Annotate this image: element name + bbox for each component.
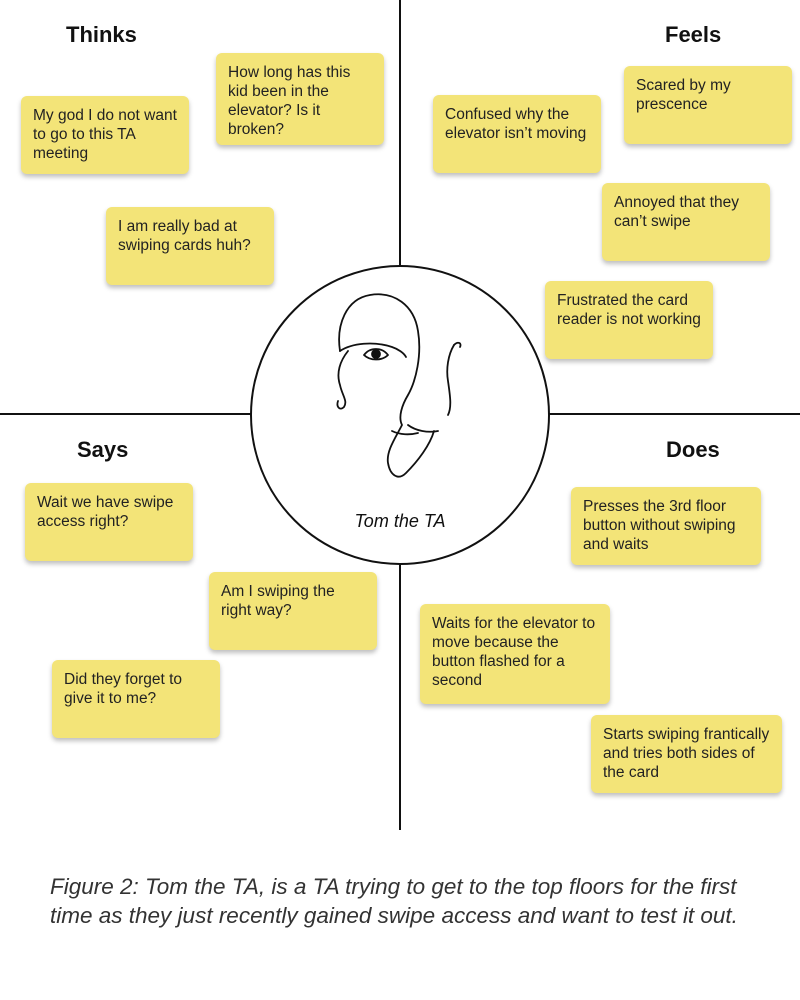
sticky-note-feels-1: Scared by my prescence — [624, 66, 792, 144]
sticky-note-does-2: Waits for the elevator to move because t… — [420, 604, 610, 704]
divider-vertical-top — [399, 0, 401, 268]
divider-horizontal-right — [548, 413, 800, 415]
heading-thinks: Thinks — [66, 22, 137, 47]
sticky-note-thinks-3: I am really bad at swiping cards huh? — [106, 207, 274, 285]
sticky-note-feels-4: Frustrated the card reader is not workin… — [545, 281, 713, 359]
heading-does: Does — [666, 437, 720, 462]
sticky-note-thinks-1: How long has this kid been in the elevat… — [216, 53, 384, 145]
heading-says: Says — [77, 437, 129, 462]
sticky-note-feels-2: Confused why the elevator isn’t moving — [433, 95, 601, 173]
divider-vertical-bottom — [399, 562, 401, 830]
sticky-note-does-3: Starts swiping frantically and tries bot… — [591, 715, 782, 793]
sticky-note-thinks-2: My god I do not want to go to this TA me… — [21, 96, 189, 174]
sticky-note-does-1: Presses the 3rd floor button without swi… — [571, 487, 761, 565]
face-line-drawing-icon — [336, 293, 462, 478]
persona-name: Tom the TA — [354, 511, 446, 531]
figure-caption: Figure 2: Tom the TA, is a TA trying to … — [50, 874, 738, 928]
sticky-note-says-1: Wait we have swipe access right? — [25, 483, 193, 561]
persona-circle: Tom the TA — [250, 265, 550, 565]
sticky-note-says-2: Am I swiping the right way? — [209, 572, 377, 650]
heading-feels: Feels — [665, 22, 722, 47]
divider-horizontal-left — [0, 413, 252, 415]
sticky-note-feels-3: Annoyed that they can’t swipe — [602, 183, 770, 261]
sticky-note-says-3: Did they forget to give it to me? — [52, 660, 220, 738]
